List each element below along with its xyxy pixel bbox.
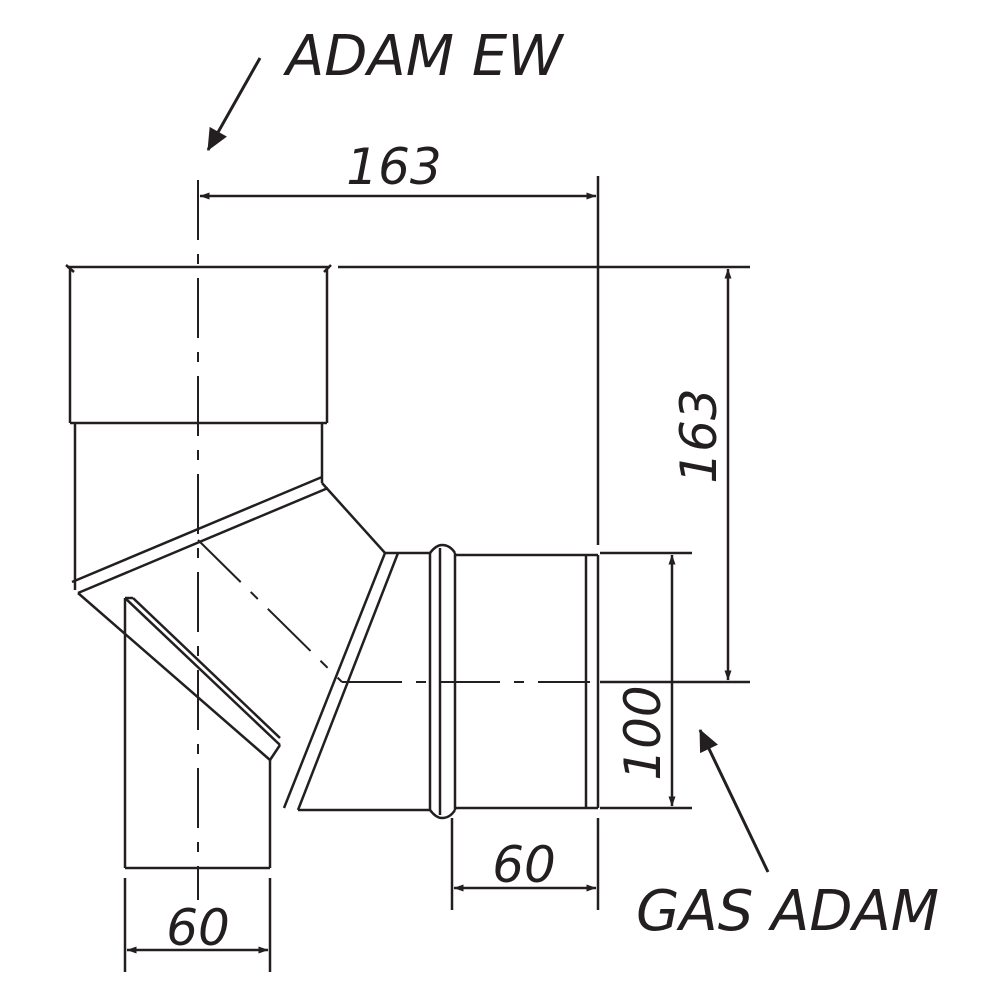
gas-adam-label: GAS ADAM <box>636 879 939 944</box>
dim-outlet-length: 60 <box>492 836 556 894</box>
dim-top-width: 163 <box>346 138 441 196</box>
fitting-outline <box>65 264 600 870</box>
adam-ew-label: ADAM EW <box>283 24 565 89</box>
dim-right-height: 163 <box>670 388 728 483</box>
dim-bottom-length: 60 <box>166 899 230 957</box>
leader-arrows <box>206 57 770 873</box>
dimension-lines <box>123 176 750 972</box>
center-lines <box>197 180 590 900</box>
dim-outlet-diameter: 100 <box>614 685 672 780</box>
